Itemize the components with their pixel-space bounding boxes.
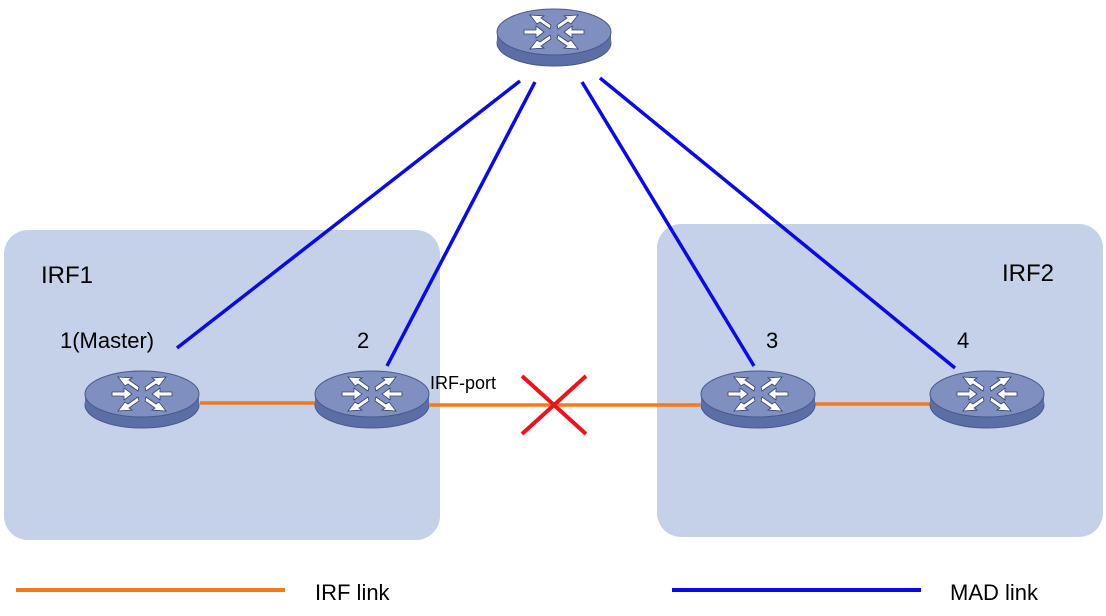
irf1-region <box>4 230 440 540</box>
switch-icon <box>700 370 816 429</box>
irf2-region <box>657 224 1103 537</box>
irf-port-label: IRF-port <box>430 373 496 393</box>
irf2-label: IRF2 <box>1002 260 1054 287</box>
link-failure-x-icon <box>520 374 588 436</box>
switch-icon <box>314 370 430 429</box>
switch-icon <box>929 370 1045 429</box>
switch-icon <box>84 370 200 429</box>
member1-label: 1(Master) <box>60 328 154 353</box>
switch-icon <box>496 8 612 67</box>
member2-label: 2 <box>357 328 369 353</box>
legend-mad-label: MAD link <box>950 580 1039 605</box>
legend-irf-label: IRF link <box>315 580 391 605</box>
member4-label: 4 <box>957 328 969 353</box>
mad-link-member2 <box>385 81 537 367</box>
mad-link-member1 <box>175 79 522 350</box>
irf1-label: IRF1 <box>41 262 93 289</box>
mad-link-member3 <box>580 81 756 367</box>
member3-label: 3 <box>766 328 778 353</box>
mad-link-member4 <box>598 76 957 370</box>
